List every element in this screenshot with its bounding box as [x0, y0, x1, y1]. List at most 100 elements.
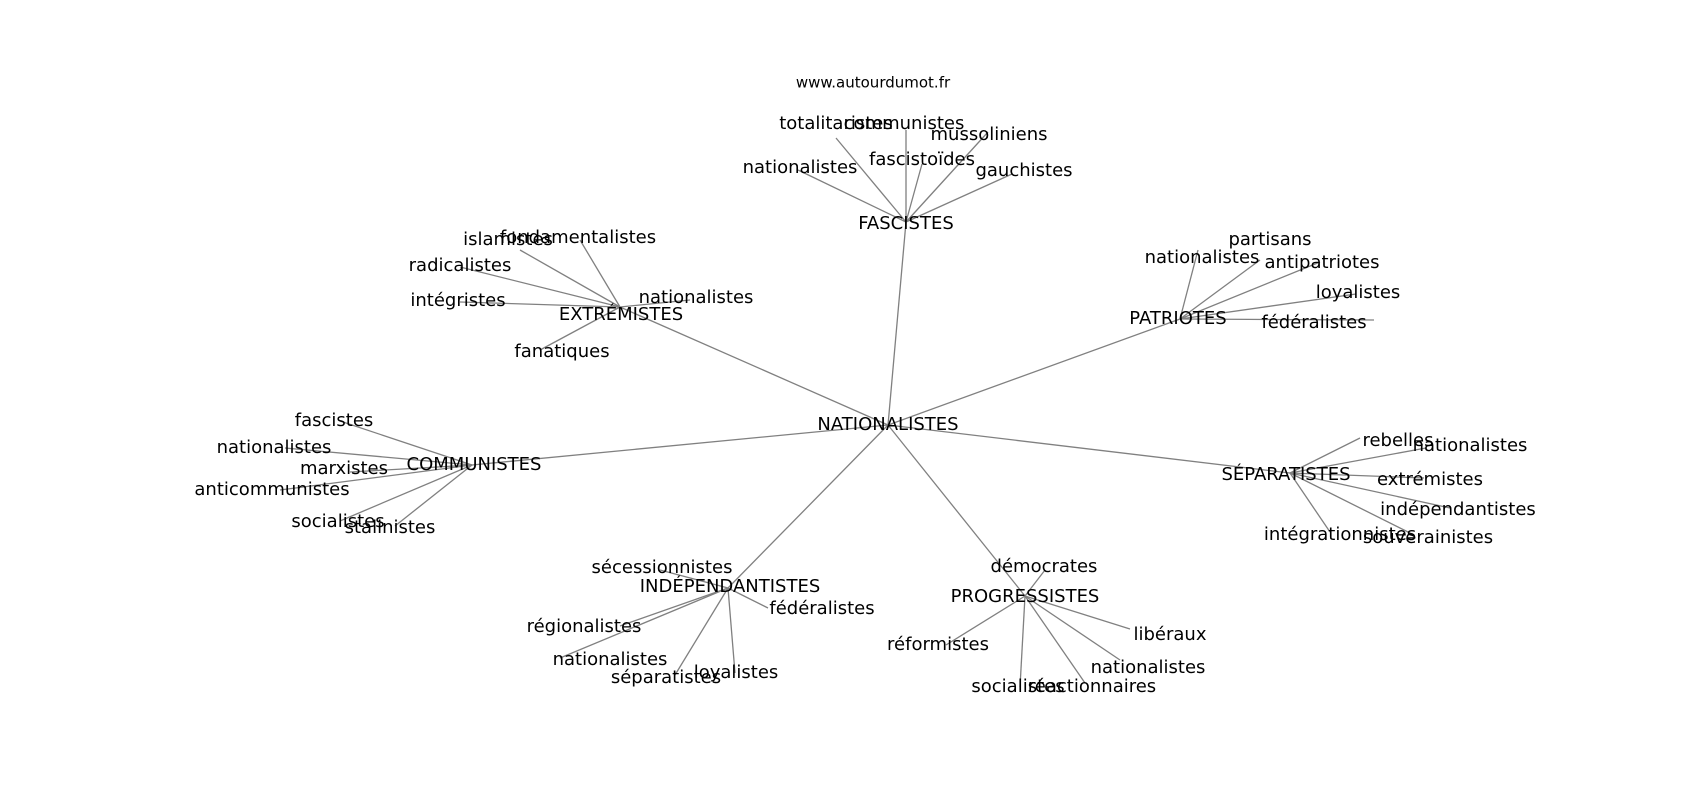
edge-hub-leaf	[1289, 472, 1425, 479]
leaf-node-label: extrémistes	[1377, 469, 1483, 490]
leaf-node-label: antipatriotes	[1265, 252, 1380, 273]
edge-hub-leaf	[1024, 595, 1086, 684]
edge-hub-leaf	[539, 306, 621, 351]
edge-hub-leaf	[1289, 472, 1413, 535]
edge-root-hub	[887, 221, 907, 426]
edge-hub-leaf	[519, 249, 621, 308]
edge-hub-leaf	[945, 595, 1026, 646]
label-layer: www.autourdumot.fr NATIONALISTES FASCISTE…	[194, 74, 1535, 698]
hub-node-label: FASCISTES	[858, 213, 954, 234]
leaf-node-label: socialistes	[971, 676, 1064, 697]
edge-hub-leaf	[727, 587, 736, 674]
leaf-node-label: loyalistes	[694, 662, 779, 683]
leaf-node-label: souverainistes	[1363, 527, 1493, 548]
leaf-node-label: loyalistes	[1316, 282, 1401, 303]
hub-node-label: EXTRÉMISTES	[559, 303, 683, 325]
leaf-node-label: communistes	[844, 113, 965, 134]
edge-root-hub	[471, 424, 889, 466]
leaf-node-label: fanatiques	[514, 341, 609, 362]
hub-node-label: INDÉPENDANTISTES	[640, 575, 821, 597]
leaf-node-label: sécessionnistes	[592, 557, 733, 578]
edge-hub-leaf	[1289, 447, 1427, 474]
edge-hub-leaf	[339, 420, 473, 466]
edge-hub-leaf	[579, 239, 621, 308]
edge-hub-leaf	[619, 587, 729, 627]
leaf-node-label: rebelles	[1362, 430, 1433, 451]
edge-hub-leaf	[284, 447, 473, 466]
leaf-node-label: fédéralistes	[769, 598, 874, 619]
edge-hub-leaf	[339, 464, 473, 522]
edge-hub-leaf	[394, 464, 473, 527]
leaf-node-label: marxistes	[300, 458, 388, 479]
edge-hub-leaf	[1289, 472, 1451, 509]
leaf-node-label: islamistes	[463, 229, 553, 250]
leaf-node-label: mussoliniens	[931, 124, 1048, 145]
root-node-label: NATIONALISTES	[817, 414, 958, 435]
edge-root-hub	[887, 424, 1026, 597]
edge-hub-leaf	[619, 299, 691, 308]
edge-hub-leaf	[835, 137, 907, 223]
edge-hub-leaf	[1024, 595, 1131, 630]
edge-layer	[279, 130, 1451, 688]
leaf-node-label: stalinistes	[345, 517, 436, 538]
leaf-node-label: gauchistes	[975, 160, 1072, 181]
leaf-node-label: radicalistes	[409, 255, 512, 276]
hub-node-label: PROGRESSISTES	[951, 586, 1100, 607]
hub-node-label: PATRIOTES	[1129, 308, 1226, 329]
edge-hub-leaf	[1179, 293, 1357, 320]
leaf-node-label: socialistes	[291, 511, 384, 532]
edge-hub-leaf	[659, 569, 729, 589]
leaf-node-label: démocrates	[991, 556, 1098, 577]
leaf-node-label: anticommunistes	[194, 479, 349, 500]
edge-hub-leaf	[905, 173, 1013, 223]
hub-node-label: COMMUNISTES	[407, 454, 542, 475]
edge-hub-leaf	[727, 587, 769, 609]
leaf-node-label: séparatistes	[611, 667, 721, 688]
leaf-node-label: fascistoïdes	[869, 149, 975, 170]
leaf-node-label: totalitaristes	[779, 113, 893, 134]
edge-hub-leaf	[1024, 595, 1121, 661]
leaf-node-label: nationalistes	[639, 287, 754, 308]
leaf-node-label: intégristes	[410, 290, 505, 311]
edge-hub-leaf	[459, 266, 621, 308]
edge-hub-leaf	[1179, 259, 1261, 320]
edge-hub-leaf	[1289, 472, 1331, 533]
leaf-node-label: fédéralistes	[1261, 312, 1366, 333]
leaf-node-label: nationalistes	[1413, 435, 1528, 456]
edge-hub-leaf	[674, 587, 729, 676]
edge-hub-leaf	[1179, 249, 1199, 320]
leaf-node-label: réactionnaires	[1028, 676, 1156, 697]
leaf-node-label: partisans	[1228, 229, 1311, 250]
edge-hub-leaf	[1024, 569, 1046, 597]
edge-hub-leaf	[905, 131, 989, 223]
site-label: www.autourdumot.fr	[796, 74, 951, 92]
edge-root-hub	[619, 306, 889, 426]
edge-hub-leaf	[905, 163, 923, 223]
leaf-node-label: fascistes	[295, 410, 374, 431]
leaf-node-label: nationalistes	[217, 437, 332, 458]
edge-hub-leaf	[349, 464, 473, 473]
leaf-node-label: intégrationnistes	[1264, 524, 1416, 545]
edge-root-hub	[727, 424, 889, 589]
leaf-node-label: nationalistes	[553, 649, 668, 670]
edge-hub-leaf	[1289, 437, 1361, 474]
edge-hub-leaf	[279, 464, 473, 491]
leaf-node-label: libéraux	[1134, 624, 1207, 645]
edge-hub-leaf	[1179, 261, 1321, 320]
leaf-node-label: indépendantistes	[1380, 499, 1536, 520]
edge-hub-leaf	[1179, 318, 1375, 321]
leaf-node-label: régionalistes	[527, 616, 642, 637]
leaf-node-label: nationalistes	[1091, 657, 1206, 678]
edge-hub-leaf	[559, 587, 729, 659]
leaf-node-label: fondamentalistes	[500, 227, 656, 248]
edge-hub-leaf	[459, 301, 621, 308]
edge-hub-leaf	[797, 169, 907, 223]
leaf-node-label: nationalistes	[1145, 247, 1260, 268]
edge-root-hub	[887, 318, 1181, 426]
edge-root-hub	[887, 424, 1291, 474]
edge-hub-leaf	[1019, 595, 1026, 688]
leaf-node-label: réformistes	[887, 634, 989, 655]
leaf-node-label: nationalistes	[743, 157, 858, 178]
